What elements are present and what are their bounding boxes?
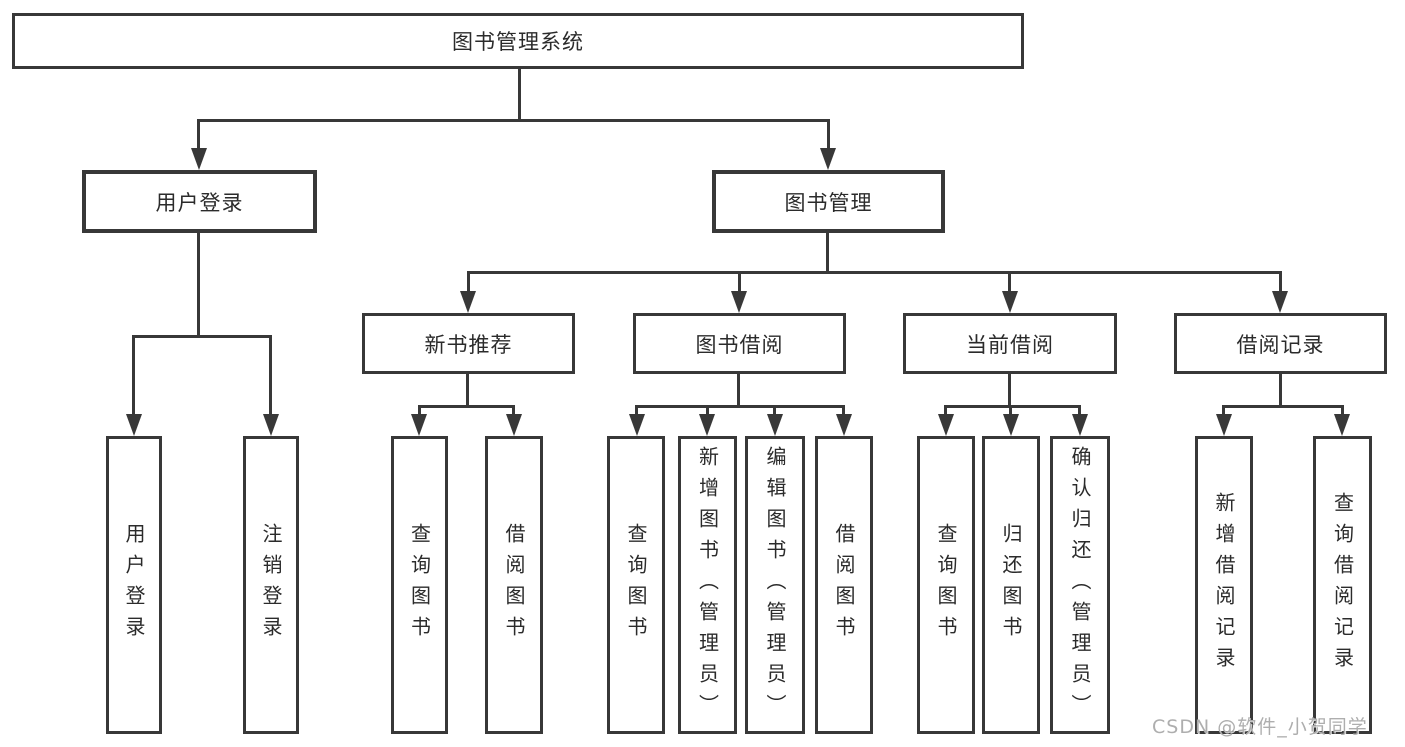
node-label: 编辑图书（管理员） — [763, 445, 787, 725]
node-borrowing-records: 借阅记录 — [1174, 313, 1387, 374]
node-new-book-recommend: 新书推荐 — [362, 313, 575, 374]
node-cb-confirm-return-admin: 确认归还（管理员） — [1050, 436, 1110, 734]
connector-shaft — [635, 405, 638, 417]
node-bb-edit-books-admin: 编辑图书（管理员） — [745, 436, 805, 734]
connector-shaft — [197, 119, 200, 150]
watermark: CSDN @软件_小贺同学 — [1152, 716, 1368, 738]
arrow-down-icon — [731, 291, 747, 313]
arrow-down-icon — [191, 148, 207, 170]
connector-level3-branch — [467, 271, 1282, 274]
node-label: 归还图书 — [999, 523, 1023, 647]
connector-shaft — [418, 405, 421, 417]
connector-shaft — [1078, 405, 1081, 417]
connector-shaft — [827, 119, 830, 150]
connector-shaft — [738, 271, 741, 293]
connector-shaft — [1279, 271, 1282, 293]
arrow-down-icon — [460, 291, 476, 313]
connector-user-login-branch — [132, 335, 272, 338]
node-label: 查询借阅记录 — [1330, 492, 1355, 678]
arrow-down-icon — [1003, 414, 1019, 436]
node-bb-borrow-books: 借阅图书 — [815, 436, 873, 734]
connector-shaft — [1341, 405, 1344, 417]
node-label: 查询图书 — [624, 523, 648, 647]
node-library-management-system: 图书管理系统 — [12, 13, 1024, 69]
node-current-borrowing: 当前借阅 — [903, 313, 1117, 374]
node-nb-borrow-books: 借阅图书 — [485, 436, 543, 734]
node-label: 查询图书 — [407, 523, 432, 647]
connector-stem — [466, 374, 469, 408]
connector-branch — [635, 405, 845, 408]
connector-shaft — [773, 405, 776, 417]
arrow-down-icon — [767, 414, 783, 436]
arrow-down-icon — [1002, 291, 1018, 313]
node-br-query-record: 查询借阅记录 — [1313, 436, 1372, 734]
connector-shaft — [467, 271, 470, 293]
node-book-management: 图书管理 — [712, 170, 945, 233]
node-label: 图书管理系统 — [452, 30, 584, 54]
connector-shaft — [1009, 405, 1012, 417]
node-label: 用户登录 — [155, 190, 244, 215]
node-book-borrowing: 图书借阅 — [633, 313, 846, 374]
node-label: 图书管理 — [784, 190, 873, 215]
arrow-down-icon — [126, 414, 142, 436]
connector-shaft — [1008, 271, 1011, 293]
arrow-down-icon — [1072, 414, 1088, 436]
connector-shaft — [132, 335, 135, 416]
connector-stem — [737, 374, 740, 408]
connector-shaft — [706, 405, 709, 417]
connector-shaft — [944, 405, 947, 417]
connector-branch — [418, 405, 515, 408]
arrow-down-icon — [629, 414, 645, 436]
arrow-down-icon — [1334, 414, 1350, 436]
node-label: 借阅记录 — [1236, 332, 1325, 357]
connector-user-login-stem — [197, 233, 200, 338]
connector-stem — [1279, 374, 1282, 408]
node-br-add-record: 新增借阅记录 — [1195, 436, 1253, 734]
node-cb-query-books: 查询图书 — [917, 436, 975, 734]
connector-stem — [1008, 374, 1011, 408]
connector-shaft — [512, 405, 515, 417]
node-nb-query-books: 查询图书 — [391, 436, 448, 734]
arrow-down-icon — [1216, 414, 1232, 436]
node-bb-query-books: 查询图书 — [607, 436, 665, 734]
arrow-down-icon — [263, 414, 279, 436]
node-label: 注销登录 — [259, 523, 283, 647]
node-logout: 注销登录 — [243, 436, 299, 734]
node-cb-return-books: 归还图书 — [982, 436, 1040, 734]
connector-branch — [944, 405, 1081, 408]
arrow-down-icon — [411, 414, 427, 436]
arrow-down-icon — [938, 414, 954, 436]
arrow-down-icon — [1272, 291, 1288, 313]
node-label: 当前借阅 — [966, 332, 1054, 357]
node-user-login-leaf: 用户登录 — [106, 436, 162, 734]
node-user-login: 用户登录 — [82, 170, 317, 233]
connector-book-mgmt-stem — [826, 233, 829, 274]
connector-branch — [1222, 405, 1344, 408]
node-label: 新书推荐 — [424, 332, 513, 357]
node-label: 借阅图书 — [832, 523, 856, 647]
node-label: 图书借阅 — [695, 332, 784, 357]
arrow-down-icon — [820, 148, 836, 170]
connector-shaft — [1222, 405, 1225, 417]
connector-level2-branch — [197, 119, 830, 122]
node-label: 查询图书 — [934, 523, 958, 647]
node-bb-add-books-admin: 新增图书（管理员） — [678, 436, 737, 734]
node-label: 用户登录 — [122, 523, 146, 647]
connector-shaft — [269, 335, 272, 416]
node-label: 新增借阅记录 — [1212, 492, 1236, 678]
node-label: 新增图书（管理员） — [695, 445, 720, 725]
connector-root-stem — [518, 69, 521, 121]
arrow-down-icon — [836, 414, 852, 436]
node-label: 借阅图书 — [502, 523, 526, 647]
arrow-down-icon — [699, 414, 715, 436]
connector-shaft — [842, 405, 845, 417]
arrow-down-icon — [506, 414, 522, 436]
node-label: 确认归还（管理员） — [1068, 445, 1092, 725]
